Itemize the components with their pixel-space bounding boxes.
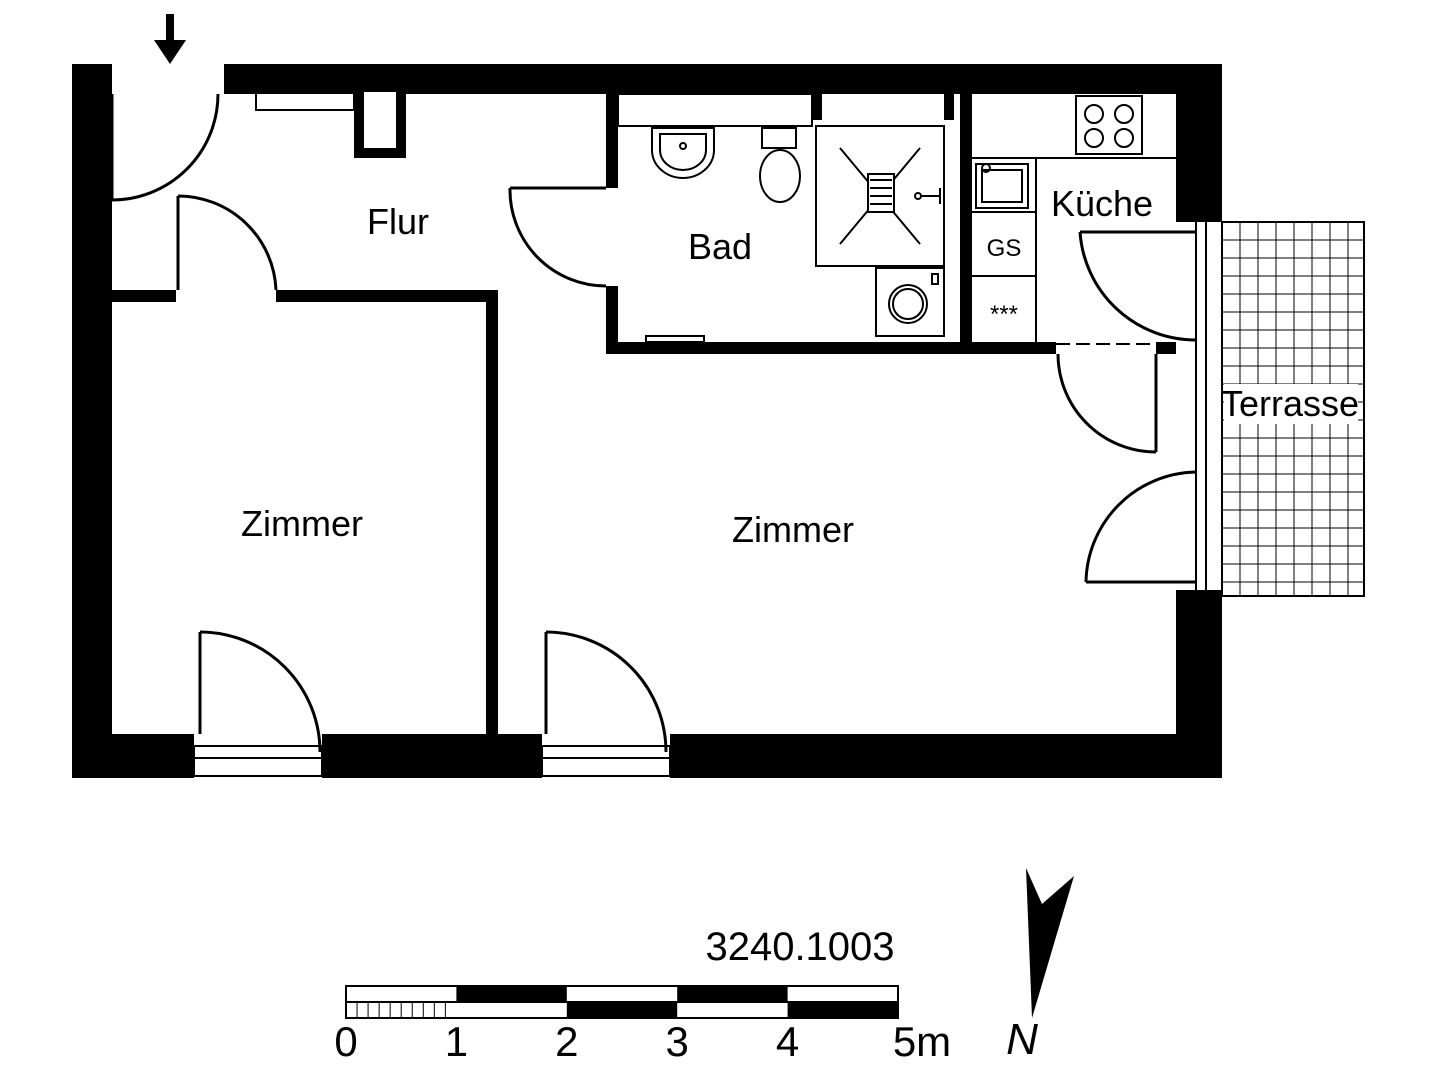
inner-walls xyxy=(98,92,1176,734)
window-right[interactable] xyxy=(541,630,671,777)
stove-icon xyxy=(1075,95,1143,155)
room-label-zimmer-right: Zimmer xyxy=(732,509,854,550)
wardrobe-shelf xyxy=(255,91,355,111)
scale-bar-label: 5m xyxy=(893,1018,951,1065)
scale-bar-label: 0 xyxy=(334,1018,357,1065)
drawing-number: 3240.1003 xyxy=(705,925,894,969)
door-terrasse[interactable] xyxy=(1084,470,1197,584)
terrasse-label-bg xyxy=(1224,384,1358,424)
scale-bar-label: 4 xyxy=(776,1018,799,1065)
gs-label: GS xyxy=(987,235,1022,262)
scale-bar-segment xyxy=(677,986,788,1002)
washing-machine-icon xyxy=(875,267,945,337)
window-left[interactable] xyxy=(193,630,323,777)
scale-bar-segment xyxy=(787,1002,898,1018)
closet-notch xyxy=(364,92,396,148)
scale-bar-segment xyxy=(456,986,567,1002)
room-label-bad: Bad xyxy=(688,226,752,267)
entrance-door[interactable] xyxy=(110,93,220,202)
scale-bar-label: 3 xyxy=(666,1018,689,1065)
room-label-kueche: Küche xyxy=(1051,183,1153,224)
scale-bar-label: 2 xyxy=(555,1018,578,1065)
terrace-outline xyxy=(1221,221,1365,597)
towel-rail xyxy=(645,335,705,343)
room-label-zimmer-left: Zimmer xyxy=(241,503,363,544)
toilet-icon xyxy=(759,127,801,203)
scale-bar-label: 1 xyxy=(445,1018,468,1065)
bad-counter xyxy=(617,93,813,127)
sink-icon xyxy=(975,163,1029,209)
door-kueche-zimmer[interactable] xyxy=(1056,353,1158,454)
room-label-terrasse: Terrasse xyxy=(1221,383,1359,424)
north-label: N xyxy=(1006,1015,1038,1064)
scale-bar-segment xyxy=(566,1002,678,1018)
scale-bar: 0 1 2 3 4 5m xyxy=(334,985,951,1065)
door-flur-zimmer-left[interactable] xyxy=(176,194,278,291)
outer-walls xyxy=(72,64,1222,778)
terrace-window xyxy=(1195,222,1223,590)
entrance-arrow-icon xyxy=(154,14,186,64)
room-label-flur: Flur xyxy=(367,201,429,242)
washbasin-icon xyxy=(651,127,715,179)
door-bad[interactable] xyxy=(508,186,607,288)
shower-icon xyxy=(815,125,945,267)
stars-label: *** xyxy=(990,301,1018,328)
north-arrow-icon xyxy=(1026,868,1074,1018)
door-kueche[interactable] xyxy=(1078,230,1197,342)
